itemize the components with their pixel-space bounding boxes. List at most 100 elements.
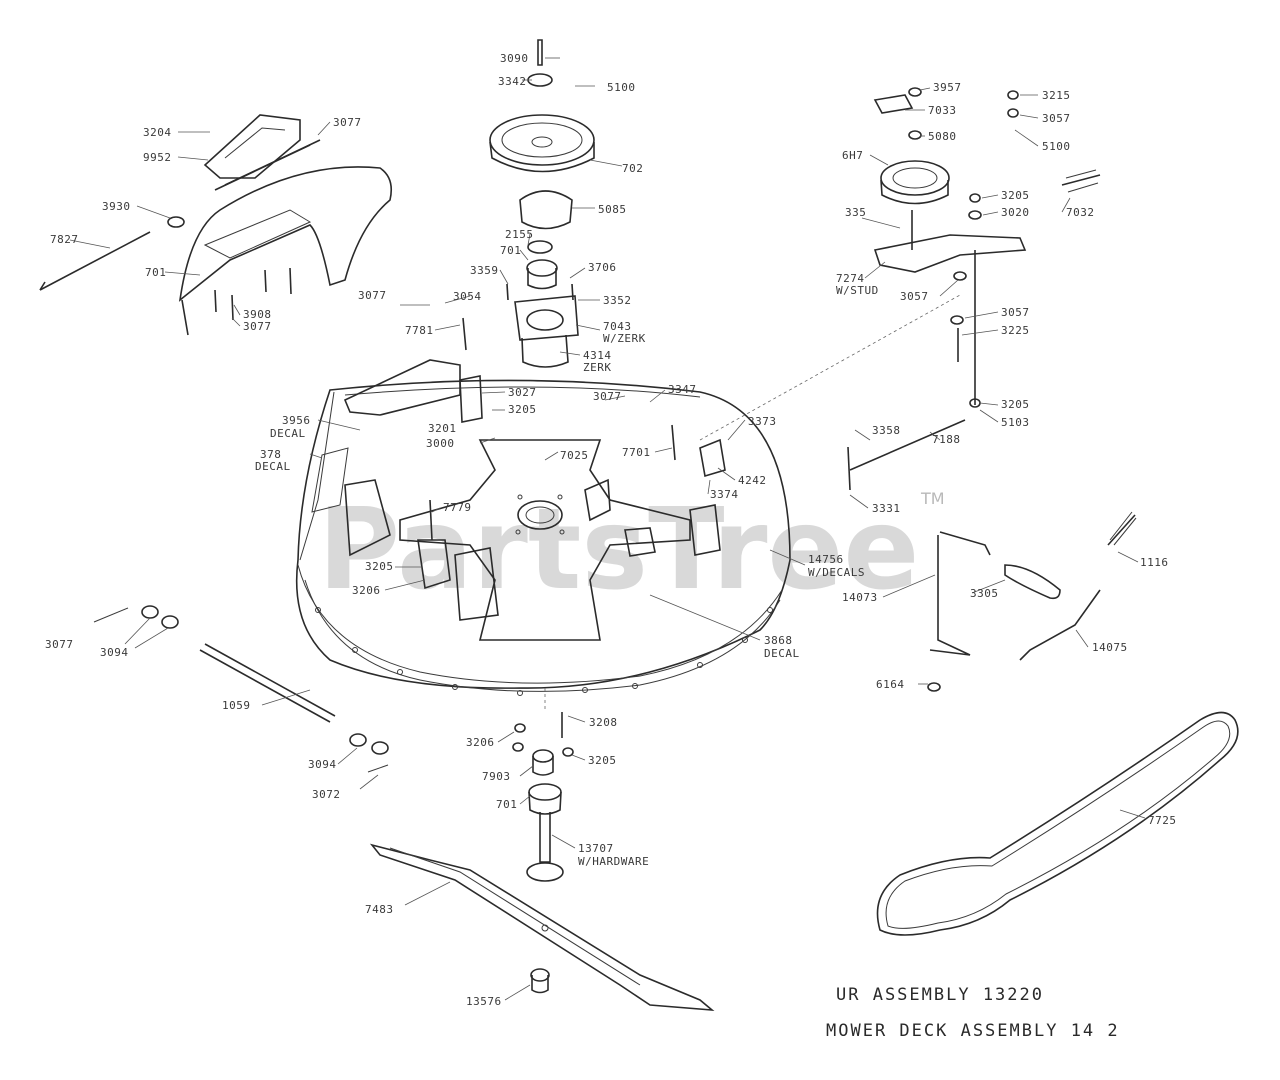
callout-label: 3347 (668, 383, 697, 396)
drive-belt (876, 711, 1239, 936)
callout-label: 3374 (710, 488, 739, 501)
callout-label: 13707 (578, 842, 614, 855)
callout-label: 1059 (222, 699, 251, 712)
callout-label: 4242 (738, 474, 767, 487)
callout-label: 3225 (1001, 324, 1030, 337)
callout-label: 7274 (836, 272, 865, 285)
callout-label: 3201 (428, 422, 457, 435)
callout-label: 3205 (588, 754, 617, 767)
idler-assembly (873, 87, 1101, 408)
callout-label: 3358 (872, 424, 901, 437)
callout-label: 14756 (808, 553, 844, 566)
deck-housing (295, 317, 791, 696)
callout-label: 335 (845, 206, 866, 219)
callout-label: 5100 (607, 81, 636, 94)
assembly-title-line-1: UR ASSEMBLY 13220 (836, 985, 1044, 1005)
callout-label: 3027 (508, 386, 537, 399)
callout-label: 3305 (970, 587, 999, 600)
callout-label: 3054 (453, 290, 482, 303)
callout-label: 3359 (470, 264, 499, 277)
watermark-trademark: TM (920, 489, 945, 508)
callout-label: 7903 (482, 770, 511, 783)
callout-label: 7725 (1148, 814, 1177, 827)
blade (369, 843, 715, 1012)
callout-label: 3706 (588, 261, 617, 274)
callout-label: W/STUD (836, 284, 879, 297)
callout-label: 3331 (872, 502, 901, 515)
callout-label: 14073 (842, 591, 878, 604)
callout-label: 4314 (583, 349, 612, 362)
callout-label: 3090 (500, 52, 529, 65)
callout-label: 3208 (589, 716, 618, 729)
callout-label: 3020 (1001, 206, 1030, 219)
callout-label: DECAL (255, 460, 291, 473)
callout-label: 5080 (928, 130, 957, 143)
callout-label: 702 (622, 162, 643, 175)
callout-label: 3930 (102, 200, 131, 213)
callout-label: 378 (260, 448, 281, 461)
callout-label: 3205 (365, 560, 394, 573)
callout-label: 701 (145, 266, 166, 279)
callout-label: 3868 (764, 634, 793, 647)
callout-label: 13576 (466, 995, 502, 1008)
callout-label: 3956 (282, 414, 311, 427)
callout-label: W/HARDWARE (578, 855, 649, 868)
callout-label: 7701 (622, 446, 651, 459)
callout-label: 3000 (426, 437, 455, 450)
assembly-title-line-2: MOWER DECK ASSEMBLY 14 2 (826, 1021, 1120, 1041)
callout-label: W/ZERK (603, 332, 646, 345)
callout-label: 3206 (466, 736, 495, 749)
callout-label: 3057 (900, 290, 929, 303)
callout-label: 7025 (560, 449, 589, 462)
watermark-brand: PartsTree (318, 485, 919, 615)
callout-label: 3205 (1001, 398, 1030, 411)
callout-label: 3057 (1042, 112, 1071, 125)
callout-label: 7033 (928, 104, 957, 117)
callout-label: 7779 (443, 501, 472, 514)
callout-label: DECAL (764, 647, 800, 660)
lift-rod-assembly (847, 419, 1137, 692)
callout-label: 3373 (748, 415, 777, 428)
callout-label: 3352 (603, 294, 632, 307)
callout-label: DECAL (270, 427, 306, 440)
callout-label: 7043 (603, 320, 632, 333)
callout-label: 7032 (1066, 206, 1095, 219)
callout-label: 3094 (100, 646, 129, 659)
belt-guard-assembly (39, 114, 393, 336)
callout-label: 7827 (50, 233, 79, 246)
callout-label: 3077 (243, 320, 272, 333)
callout-label: 3204 (143, 126, 172, 139)
spindle-pulley-assembly (489, 39, 595, 368)
shaft-assembly (93, 605, 389, 773)
callout-label: 5103 (1001, 416, 1030, 429)
callout-label: 7188 (932, 433, 961, 446)
callout-label: W/DECALS (808, 566, 865, 579)
callout-label: 7781 (405, 324, 434, 337)
callout-label: 3206 (352, 584, 381, 597)
callout-label: 6H7 (842, 149, 863, 162)
callout-label: 3077 (333, 116, 362, 129)
callout-label: 3215 (1042, 89, 1071, 102)
callout-label: 5085 (598, 203, 627, 216)
callout-labels: 3090 3342 5100 702 5085 2155 701 3359 37… (45, 52, 1177, 1008)
callout-label: 3205 (508, 403, 537, 416)
leader-lines (69, 57, 1146, 1001)
callout-label: 3957 (933, 81, 962, 94)
callout-label: 1116 (1140, 556, 1169, 569)
callout-label: 3205 (1001, 189, 1030, 202)
callout-label: 3908 (243, 308, 272, 321)
callout-label: 3077 (45, 638, 74, 651)
callout-label: ZERK (583, 361, 612, 374)
callout-label: 3094 (308, 758, 337, 771)
callout-label: 9952 (143, 151, 172, 164)
callout-label: 7483 (365, 903, 394, 916)
callout-label: 3077 (358, 289, 387, 302)
callout-label: 3057 (1001, 306, 1030, 319)
callout-label: 3077 (593, 390, 622, 403)
callout-label: 5100 (1042, 140, 1071, 153)
callout-label: 701 (496, 798, 517, 811)
callout-label: 14075 (1092, 641, 1128, 654)
callout-label: 2155 (505, 228, 534, 241)
callout-label: 701 (500, 244, 521, 257)
